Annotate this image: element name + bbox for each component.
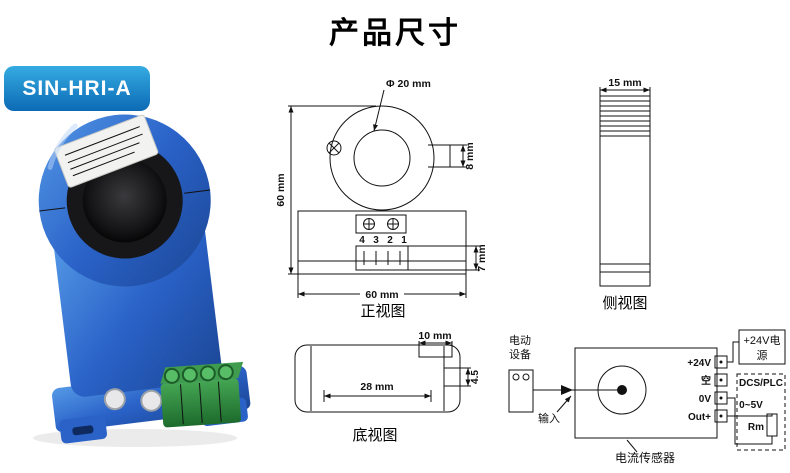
clamp-seam-right	[184, 189, 211, 194]
page-title: 产品尺寸	[329, 17, 461, 50]
pin-4-label: 4	[359, 235, 365, 246]
equipment-label-line1: 电动	[509, 334, 531, 347]
sensor-terminals: +24V 空 0V Out+	[687, 355, 728, 423]
dim-connector-label: 7 mm	[476, 244, 488, 271]
spec-label	[54, 114, 159, 188]
model-badge-label: SIN-HRI-A	[22, 76, 132, 100]
power-supply: +24V电 源	[738, 329, 786, 365]
dim-bottom-depth-label: 4.5	[470, 370, 481, 384]
primary-wire	[533, 385, 627, 395]
pin-3-label: 3	[373, 235, 379, 246]
clamp-seam-left	[39, 207, 66, 212]
front-view-pin-numbers: 4 3 2 1	[359, 235, 407, 246]
through-hole	[82, 158, 167, 243]
bottom-view-drawing: 10 mm 28 mm 4.5 底视图	[285, 330, 485, 455]
front-view-label: 正视图	[360, 303, 405, 320]
terminal-nc-label: 空	[701, 374, 711, 387]
sensor-body	[574, 347, 718, 439]
dim-diameter-label: Φ 20 mm	[386, 78, 431, 90]
dim-height-label: 60 mm	[276, 173, 287, 206]
product-photo	[15, 88, 255, 453]
mounting-slot-left	[72, 425, 94, 436]
dim-gap-label: 8 mm	[464, 142, 476, 169]
dcs-plc: DCS/PLC 0~5V Rm	[736, 373, 786, 451]
highlight	[47, 123, 78, 170]
terminal-out-label: Out+	[688, 412, 711, 423]
dim-side-width-label: 15 mm	[608, 77, 641, 89]
side-view-label: 侧视图	[602, 295, 647, 312]
front-view-drawing: 4 3 2 1 Φ 20 mm 60 mm 8 mm	[276, 76, 491, 326]
terminal-block	[160, 361, 244, 428]
screw-right	[140, 389, 163, 412]
input-label: 输入	[538, 411, 560, 425]
pin-2-label: 2	[387, 235, 393, 246]
output-range-label: 0~5V	[739, 400, 763, 411]
bottom-view-dimensions: 10 mm 28 mm 4.5	[323, 330, 481, 402]
bottom-view-label: 底视图	[352, 427, 397, 444]
side-view-dimensions: 15 mm	[599, 77, 651, 96]
sensor-label: 电流传感器	[615, 450, 675, 465]
equipment-symbol	[508, 369, 534, 413]
dcs-label: DCS/PLC	[739, 378, 783, 389]
model-badge: SIN-HRI-A	[4, 66, 150, 111]
side-view-drawing: 15 mm 侧视图	[578, 76, 688, 326]
bottom-view-outline	[294, 344, 461, 413]
power-label-line2: 源	[757, 348, 768, 362]
front-view-outline	[297, 105, 467, 275]
pin-1-label: 1	[401, 235, 407, 246]
sensor-label-leader	[626, 439, 638, 453]
sensor-device	[38, 114, 251, 444]
equipment-label-line2: 设备	[509, 347, 531, 361]
wiring-diagram: 电动 设备 输入	[487, 326, 789, 471]
input-arrow	[556, 395, 572, 413]
screw-left	[103, 388, 126, 411]
secondary-wires	[727, 341, 773, 445]
dim-bottom-width-label: 28 mm	[360, 381, 393, 393]
terminal-0v-label: 0V	[699, 394, 712, 405]
dim-bottom-connector-label: 10 mm	[418, 330, 451, 342]
terminal-24v-label: +24V	[687, 358, 711, 369]
front-view-dimensions: Φ 20 mm 60 mm 8 mm 7 mm	[276, 78, 488, 301]
product-photo-image	[33, 114, 251, 447]
side-view-outline	[599, 95, 651, 287]
power-label-line1: +24V电	[744, 334, 781, 347]
load-resistor-label: Rm	[748, 422, 764, 433]
dim-width-label: 60 mm	[365, 289, 398, 301]
